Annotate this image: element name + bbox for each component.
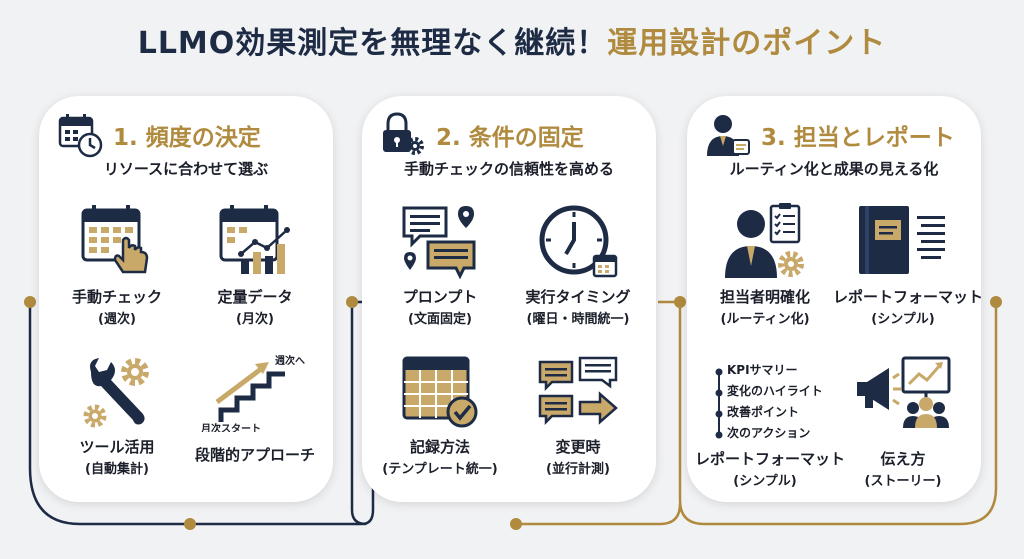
kpi-timeline	[715, 368, 723, 439]
item-label: ツール活用	[79, 438, 155, 456]
item-prompt: プロンプト (文面固定)	[370, 202, 510, 332]
card-frequency: 1. 頻度の決定 リソースに合わせて選ぶ 手動チェック (週次)	[39, 96, 333, 502]
lock-gear-icon	[383, 112, 424, 155]
item-owner: 担当者明確化 (ルーティン化)	[695, 202, 835, 332]
kpi-item: KPIサマリー	[727, 363, 798, 377]
item-manual-check: 手動チェック (週次)	[47, 202, 187, 332]
item-sub: (シンプル)	[871, 312, 935, 327]
calendar-hand-icon	[81, 205, 149, 274]
item-label: 段階的アプローチ	[194, 446, 315, 464]
kpi-item: 改善ポイント	[727, 405, 800, 419]
title-part-1: LLMO効果測定を無理なく継続！	[137, 26, 608, 61]
item-on-change: 変更時 (並行計測)	[508, 352, 648, 482]
item-sub: (テンプレート統一)	[382, 462, 498, 477]
card-owner-report: 3. 担当とレポート ルーティン化と成果の見える化 担当者明確化 (ルーティン化…	[687, 96, 984, 502]
item-label: 記録方法	[409, 438, 470, 456]
card-fixed-conditions: 2. 条件の固定 手動チェックの信頼性を高める プロンプト (文面固定)	[362, 96, 656, 502]
item-quant-data: 定量データ (月次)	[185, 202, 325, 332]
step-top-label: 週次へ	[275, 354, 305, 367]
item-tool-usage: ツール活用 (自動集計)	[47, 352, 187, 482]
parallel-bubbles-icon	[538, 356, 618, 426]
card-subtitle: 手動チェックの信頼性を高める	[403, 160, 614, 178]
person-badge-icon	[707, 115, 750, 156]
item-timing: 実行タイミング (曜日・時間統一)	[508, 202, 648, 332]
item-label: レポートフォーマット	[695, 450, 846, 468]
connector-node	[346, 296, 358, 308]
chat-bubbles-icon	[402, 206, 476, 280]
item-label: プロンプト	[402, 288, 478, 306]
item-label: 変更時	[555, 438, 601, 456]
item-label: レポートフォーマット	[833, 288, 984, 306]
connector-node	[24, 296, 36, 308]
item-recording: 記録方法 (テンプレート統一)	[370, 352, 510, 482]
card-header: 1. 頻度の決定	[57, 112, 317, 158]
report-book-icon	[859, 206, 945, 274]
item-sub: (月次)	[236, 312, 274, 327]
item-label: 伝え方	[880, 450, 926, 468]
item-label: 担当者明確化	[719, 288, 810, 306]
item-label: 実行タイミング	[525, 288, 631, 306]
page-title: LLMO効果測定を無理なく継続！運用設計のポイント	[0, 18, 1024, 62]
kpi-item: 次のアクション	[727, 426, 811, 440]
wrench-gear-icon	[83, 358, 149, 428]
card-title: 2. 条件の固定	[436, 125, 584, 151]
item-sub: (並行計測)	[546, 462, 610, 477]
card-header: 3. 担当とレポート	[705, 112, 965, 156]
card-subtitle: リソースに合わせて選ぶ	[103, 160, 269, 178]
item-sub: (文面固定)	[408, 312, 472, 327]
item-sub: (シンプル)	[733, 474, 797, 489]
item-label: 定量データ	[217, 288, 293, 306]
calendar-chart-icon	[219, 205, 290, 274]
item-sub: (ルーティン化)	[720, 312, 810, 327]
card-title: 1. 頻度の決定	[113, 125, 261, 151]
item-report-format-book: レポートフォーマット (シンプル)	[833, 202, 984, 332]
item-report-format-list: レポートフォーマット (シンプル)	[695, 352, 846, 489]
item-communication: 伝え方 (ストーリー)	[833, 352, 973, 489]
item-sub: (ストーリー)	[864, 474, 942, 489]
item-sub: (週次)	[98, 312, 136, 327]
card-header: 2. 条件の固定	[380, 112, 640, 155]
item-sub: (自動集計)	[85, 462, 149, 477]
item-label: 手動チェック	[71, 288, 162, 306]
megaphone-presentation-icon	[857, 356, 951, 428]
connector-node	[990, 296, 1002, 308]
connector-node	[184, 518, 196, 530]
kpi-list-icon: KPIサマリー 変化のハイライト 改善ポイント 次のアクション	[709, 363, 859, 444]
person-checklist-icon	[725, 203, 804, 278]
item-sub: (曜日・時間統一)	[526, 312, 630, 327]
calendar-clock-icon	[58, 114, 103, 158]
card-title: 3. 担当とレポート	[761, 125, 955, 151]
card-subtitle: ルーティン化と成果の見える化	[729, 160, 939, 178]
stairs-arrow-icon: 週次へ 月次スタート	[200, 354, 305, 432]
table-check-icon	[402, 356, 478, 428]
item-staged-approach: 週次へ 月次スタート 段階的アプローチ	[185, 352, 325, 482]
clock-calendar-icon	[539, 205, 618, 278]
kpi-item: 変化のハイライト	[727, 384, 823, 398]
title-part-2: 運用設計のポイント	[607, 26, 887, 61]
connector-node	[674, 296, 686, 308]
step-bottom-label: 月次スタート	[200, 422, 261, 432]
connector-node	[510, 518, 522, 530]
